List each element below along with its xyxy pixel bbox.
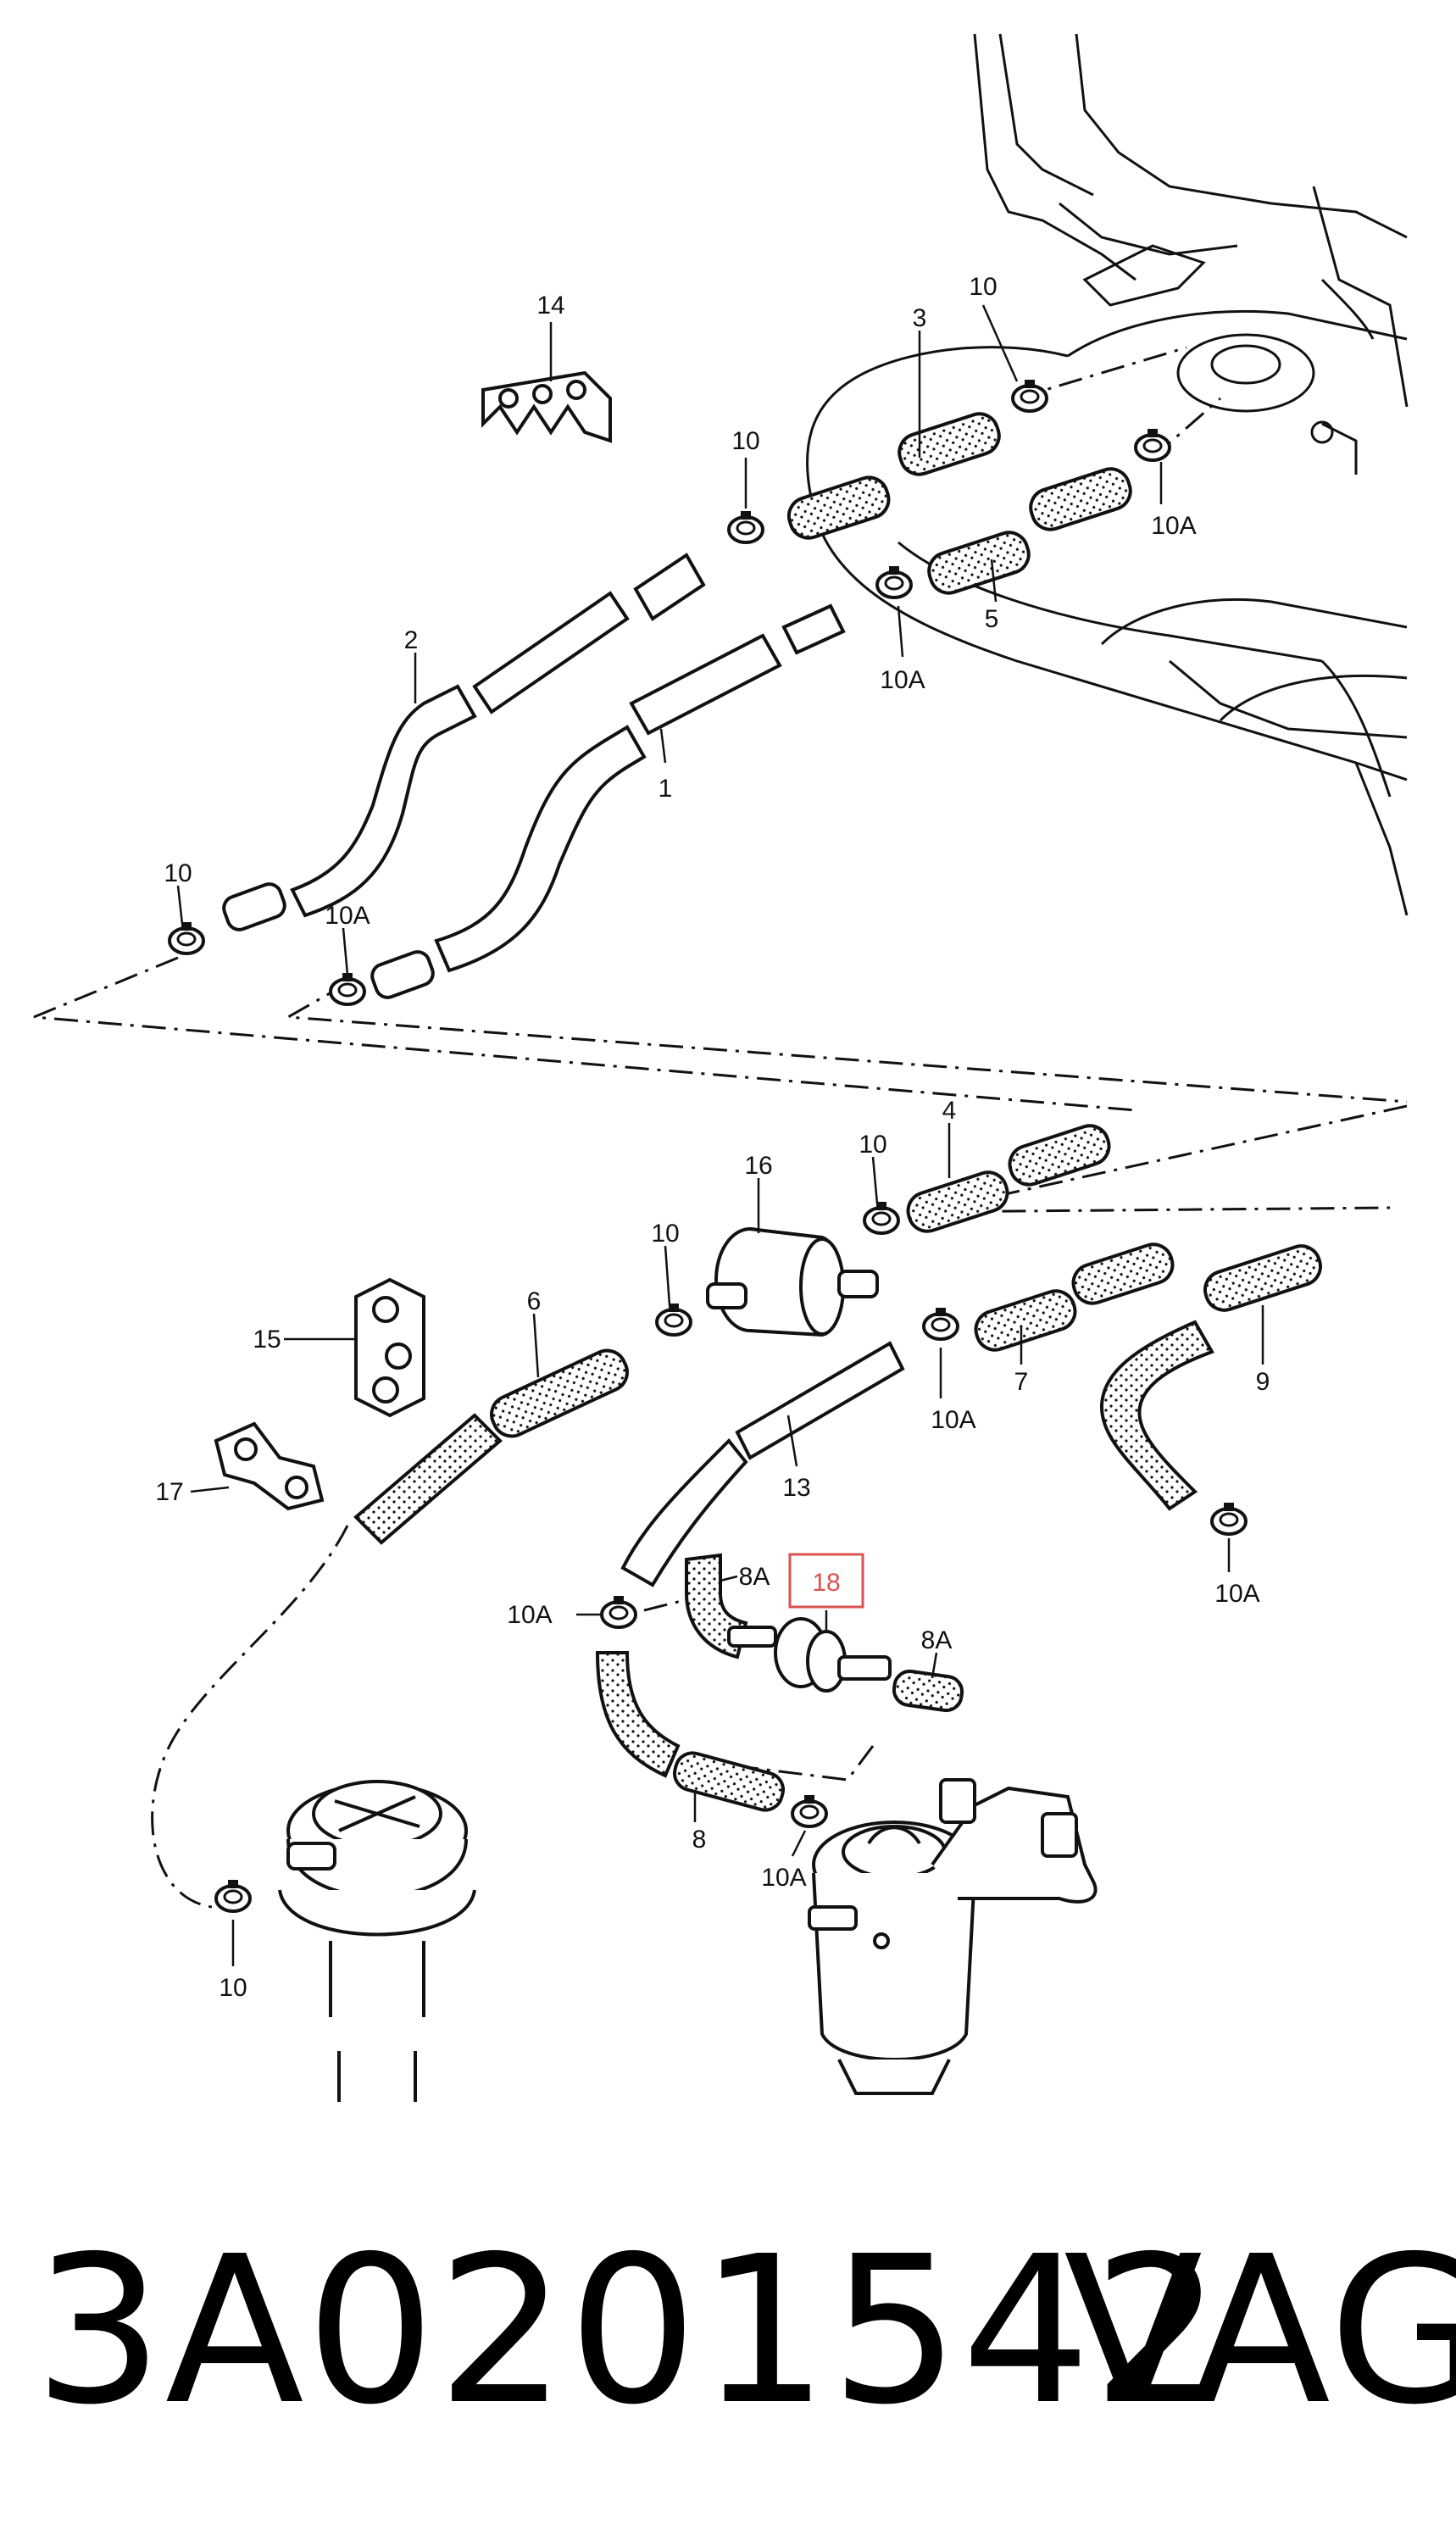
clamp-10-mid-b <box>655 1302 692 1337</box>
callout-16: 16 <box>744 1152 772 1180</box>
clip-15 <box>354 1277 425 1418</box>
callout-15: 15 <box>253 1326 281 1354</box>
clamp-10-upper-b <box>1011 378 1048 413</box>
routing-lines <box>33 346 1408 1909</box>
clip-17 <box>214 1421 325 1511</box>
callout-9: 9 <box>1256 1368 1270 1396</box>
callout-10: 10 <box>731 427 759 455</box>
callout-14: 14 <box>536 292 564 320</box>
callout-8: 8 <box>692 1826 707 1854</box>
canister-right <box>808 1778 1098 2095</box>
clamp-10a-mid <box>922 1306 959 1341</box>
callout-10a: 10A <box>761 1864 806 1892</box>
hose-8 <box>595 1651 785 1812</box>
clamp-10-left <box>168 920 205 955</box>
hose-9 <box>1099 1244 1322 1511</box>
hose-5 <box>927 467 1132 595</box>
clamp-10a-lower-b <box>791 1793 828 1828</box>
fuel-vent-line-diagram: 14 3 10 10 10A 5 10A 2 1 10 10A 4 16 10 … <box>33 33 1409 2102</box>
hose-6 <box>353 1348 629 1545</box>
callout-3: 3 <box>913 304 927 332</box>
canister-left <box>278 1780 476 2102</box>
callout-10a: 10A <box>1151 512 1196 540</box>
callout-2: 2 <box>404 626 419 654</box>
callout-10a: 10A <box>1214 1580 1259 1608</box>
callout-10a: 10A <box>880 666 925 694</box>
clamp-10a-lower-a <box>600 1594 637 1629</box>
hose-2 <box>222 553 706 931</box>
hose-3 <box>786 412 1001 540</box>
callout-5: 5 <box>985 605 999 633</box>
clamp-10a-upper-b <box>875 564 913 599</box>
callout-10: 10 <box>969 273 997 301</box>
callout-13: 13 <box>782 1474 810 1502</box>
hose-4 <box>906 1124 1111 1233</box>
callout-8a: 8A <box>921 1626 953 1654</box>
callout-8a: 8A <box>739 1563 770 1591</box>
clamp-10a-upper-a <box>1134 427 1171 462</box>
callout-10: 10 <box>651 1220 679 1248</box>
fuel-tank-outline <box>806 33 1409 916</box>
callout-7: 7 <box>1014 1368 1029 1396</box>
callout-1: 1 <box>659 775 673 803</box>
callout-6: 6 <box>527 1287 542 1315</box>
hose-1 <box>370 603 846 999</box>
clamp-10-upper-a <box>727 509 764 544</box>
clamp-10a-left <box>329 971 366 1006</box>
valve-18 <box>727 1617 892 1693</box>
callout-10: 10 <box>164 859 192 887</box>
clip-14 <box>481 370 612 443</box>
callout-10: 10 <box>859 1131 886 1159</box>
clamp-10a-right <box>1210 1501 1248 1536</box>
leader-lines <box>176 304 1264 1966</box>
hose-8a-lower <box>892 1669 964 1713</box>
clamp-10-mid-a <box>863 1200 900 1235</box>
callout-10a: 10A <box>931 1406 975 1434</box>
callout-17: 17 <box>155 1478 183 1506</box>
highlight-box-18 <box>788 1553 864 1609</box>
callout-4: 4 <box>942 1097 957 1125</box>
part-number: 3A0201542 <box>34 2212 1224 2449</box>
hose-7 <box>974 1242 1175 1352</box>
hose-13 <box>620 1341 905 1587</box>
brand-name: VAG <box>1064 2212 1456 2449</box>
clamp-10-lower <box>214 1878 252 1913</box>
callout-10a: 10A <box>507 1601 552 1629</box>
callout-10: 10 <box>219 1974 247 2002</box>
callout-10a: 10A <box>325 902 370 930</box>
callout-18: 18 <box>812 1569 840 1597</box>
filter-16 <box>706 1227 879 1337</box>
